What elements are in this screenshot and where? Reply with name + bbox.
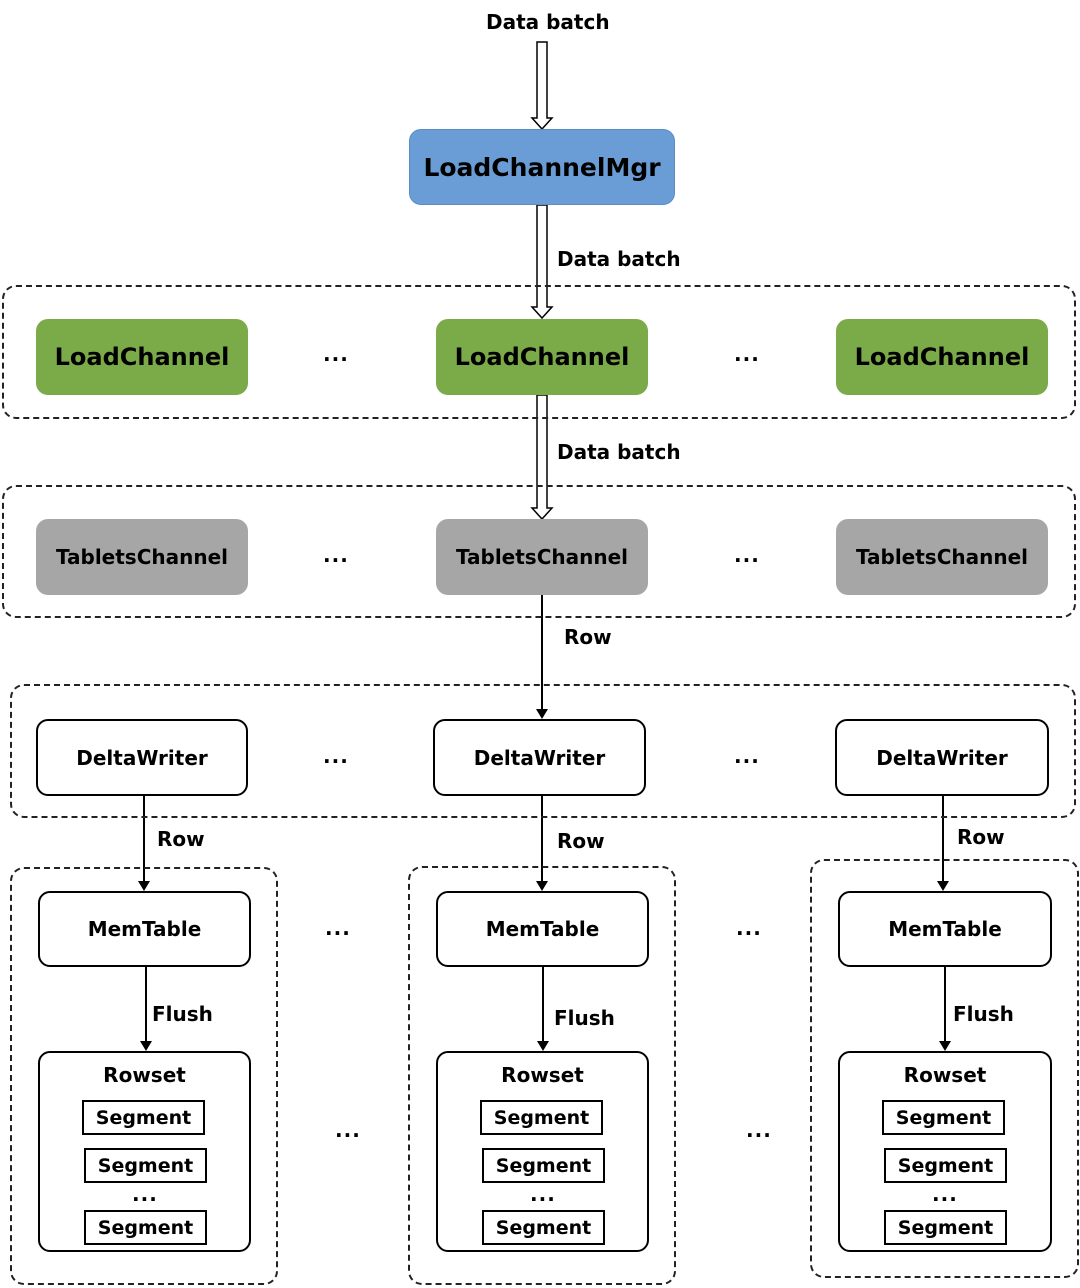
load-channel-mgr: LoadChannelMgr — [409, 129, 675, 205]
segment-box: Segment — [482, 1210, 605, 1245]
rowset-title: Rowset — [903, 1063, 987, 1087]
delta-writer-right: DeltaWriter — [835, 719, 1049, 796]
segment-box: Segment — [884, 1210, 1007, 1245]
delta-writer-left: DeltaWriter — [36, 719, 248, 796]
load-channel-left: LoadChannel — [36, 319, 248, 395]
edge-label-flush-center: Flush — [554, 1006, 615, 1030]
segment-box: Segment — [84, 1210, 207, 1245]
segment-box: Segment — [82, 1100, 205, 1135]
load-channel-center: LoadChannel — [436, 319, 648, 395]
ellipsis-mem-table-2: ... — [736, 916, 762, 940]
ellipsis-load-channel-2: ... — [734, 342, 760, 366]
arrowhead-writer-center — [536, 881, 548, 891]
hollow-arrow-input — [530, 41, 554, 131]
segment-box: Segment — [480, 1100, 603, 1135]
tablets-channel-left: TabletsChannel — [36, 519, 248, 595]
ellipsis-segments: ... — [932, 1182, 958, 1206]
delta-writer-center: DeltaWriter — [433, 719, 646, 796]
edge-label-writer-center: Row — [557, 829, 605, 853]
arrowhead-writer-left — [138, 881, 150, 891]
edge-label-tablets-to-writer: Row — [564, 625, 612, 649]
edge-label-writer-left: Row — [157, 827, 205, 851]
ellipsis-tablets-channel-2: ... — [734, 543, 760, 567]
hollow-arrow-channel-to-tablets — [530, 394, 554, 521]
edge-label-input: Data batch — [486, 10, 610, 34]
ellipsis-tablets-channel-1: ... — [323, 543, 349, 567]
ellipsis-rowset-2: ... — [746, 1118, 772, 1142]
load-channel-right: LoadChannel — [836, 319, 1048, 395]
rowset-title: Rowset — [103, 1063, 186, 1087]
rowset-left: Rowset Segment Segment ... Segment — [38, 1051, 251, 1252]
edge-label-channel-to-tablets: Data batch — [557, 440, 681, 464]
ellipsis-segments: ... — [530, 1182, 556, 1206]
hollow-arrow-mgr-to-channel — [530, 204, 554, 320]
ellipsis-delta-writer-2: ... — [734, 744, 760, 768]
mem-table-center: MemTable — [436, 891, 649, 967]
tablets-channel-group — [2, 485, 1076, 618]
segment-box: Segment — [482, 1148, 605, 1183]
arrowhead-writer-right — [937, 881, 949, 891]
arrowhead-flush-left — [140, 1041, 152, 1051]
delta-writer-group — [10, 684, 1076, 818]
ellipsis-mem-table-1: ... — [325, 916, 351, 940]
edge-label-mgr-to-channel: Data batch — [557, 247, 681, 271]
tablets-channel-center: TabletsChannel — [436, 519, 648, 595]
segment-box: Segment — [84, 1148, 207, 1183]
edge-label-flush-right: Flush — [953, 1002, 1014, 1026]
ellipsis-load-channel-1: ... — [323, 342, 349, 366]
tablet-group-right — [810, 859, 1079, 1278]
ellipsis-rowset-1: ... — [335, 1118, 361, 1142]
segment-box: Segment — [884, 1148, 1007, 1183]
arrowhead-tablets-to-writer — [536, 709, 548, 719]
rowset-title: Rowset — [501, 1063, 584, 1087]
edge-label-flush-left: Flush — [152, 1002, 213, 1026]
rowset-center: Rowset Segment Segment ... Segment — [436, 1051, 649, 1252]
tablets-channel-right: TabletsChannel — [836, 519, 1048, 595]
segment-box: Segment — [882, 1100, 1005, 1135]
ellipsis-delta-writer-1: ... — [323, 744, 349, 768]
mem-table-right: MemTable — [838, 891, 1052, 967]
arrowhead-flush-center — [537, 1041, 549, 1051]
ellipsis-segments: ... — [132, 1182, 158, 1206]
arrowhead-flush-right — [939, 1041, 951, 1051]
load-channel-group — [2, 285, 1076, 419]
tablet-group-center — [408, 866, 676, 1285]
rowset-right: Rowset Segment Segment ... Segment — [838, 1051, 1052, 1252]
tablet-group-left — [10, 867, 278, 1285]
mem-table-left: MemTable — [38, 891, 251, 967]
edge-label-writer-right: Row — [957, 825, 1005, 849]
